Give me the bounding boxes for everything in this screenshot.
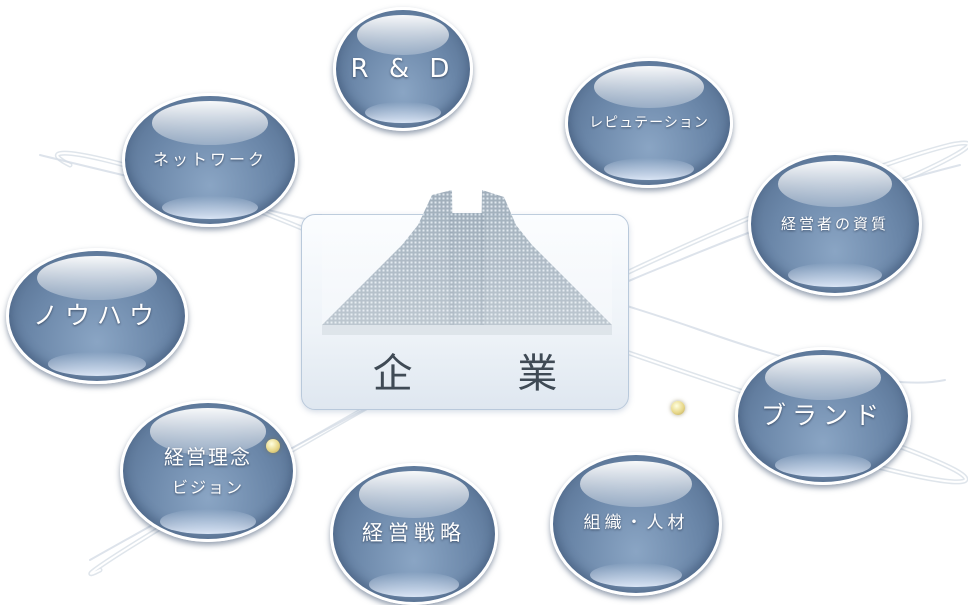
node-strategy[interactable]: 経営戦略 [330,463,498,605]
node-philosophy-vision-label: 経営理念 ビジョン [164,440,252,501]
node-rd[interactable]: R & D [333,7,473,131]
building-icon [322,185,612,335]
node-network[interactable]: ネットワーク [122,93,298,227]
node-strategy-label: 経営戦略 [362,521,466,546]
node-network-label: ネットワーク [152,150,267,169]
node-philosophy-line1: 経営理念 [164,445,252,470]
node-reputation-label: レピュテーション [589,114,709,131]
node-brand[interactable]: ブランド [735,347,911,485]
node-knowhow-label: ノウハウ [32,301,161,331]
node-rd-label: R & D [350,53,456,84]
node-philosophy-vision[interactable]: 経営理念 ビジョン [120,400,296,542]
node-philosophy-line2: ビジョン [171,478,244,498]
center-card: 企 業 [301,185,629,410]
orbit-dot-right [671,401,685,415]
center-label: 企 業 [372,351,604,397]
node-knowhow[interactable]: ノウハウ [6,248,188,384]
orbit-a-core [56,152,967,483]
node-organization[interactable]: 組織・人材 [550,452,722,596]
node-brand-label: ブランド [760,401,885,431]
node-management-quality-label: 経営者の資質 [780,214,889,233]
node-management-quality[interactable]: 経営者の資質 [748,152,922,296]
node-reputation[interactable]: レピュテーション [565,58,733,188]
node-organization-label: 組織・人材 [583,513,689,534]
orbit-dot-left [266,439,280,453]
